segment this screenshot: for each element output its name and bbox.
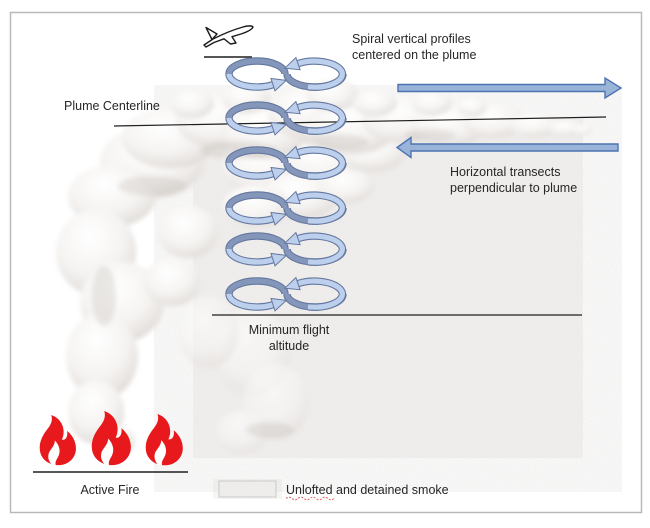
plume-centerline-line — [113, 116, 607, 127]
spiral-loop-1 — [229, 58, 343, 91]
smoke-blob — [573, 125, 591, 135]
fire-icon-3 — [145, 414, 183, 466]
minimum-altitude-label-line2: altitude — [269, 339, 309, 353]
airplane-icon — [203, 25, 254, 48]
smoke-shadow — [92, 266, 116, 326]
smoke-blob — [353, 90, 397, 116]
smoke-blob — [170, 90, 214, 118]
smoke-plume — [56, 79, 591, 456]
smoke-blob — [178, 296, 238, 368]
smoke-blob — [216, 410, 268, 454]
active-fire-icons — [39, 411, 183, 466]
plume-centerline-label: Plume Centerline — [64, 99, 160, 113]
minimum-altitude-label-line1: Minimum flight — [249, 323, 330, 337]
smoke-blob — [158, 206, 218, 258]
transect-arrow-left — [395, 136, 619, 159]
smoke-shadow — [118, 176, 186, 196]
spiral-profiles-label-line2: centered on the plume — [352, 48, 476, 62]
figure-border — [9, 11, 643, 514]
smoke-shadow — [246, 422, 294, 438]
spiral-profiles-label-line1: Spiral vertical profiles — [352, 32, 471, 46]
smoke-blob — [66, 313, 138, 399]
smoke-shadow — [304, 134, 368, 150]
spellcheck-underline — [285, 496, 335, 501]
smoke-blob — [457, 98, 487, 116]
horizontal-transects-label-line2: perpendicular to plume — [450, 181, 577, 195]
smoke-blob — [144, 258, 200, 306]
active-fire-label: Active Fire — [80, 483, 139, 497]
transect-arrow-right — [397, 76, 623, 100]
smoke-shadow — [404, 129, 456, 141]
horizontal-transects-label-line1: Horizontal transects — [450, 165, 560, 179]
smoke-blob — [412, 91, 452, 115]
legend-smoke-swatch — [218, 480, 277, 498]
legend-label: Unlofted and detained smoke — [286, 483, 449, 497]
